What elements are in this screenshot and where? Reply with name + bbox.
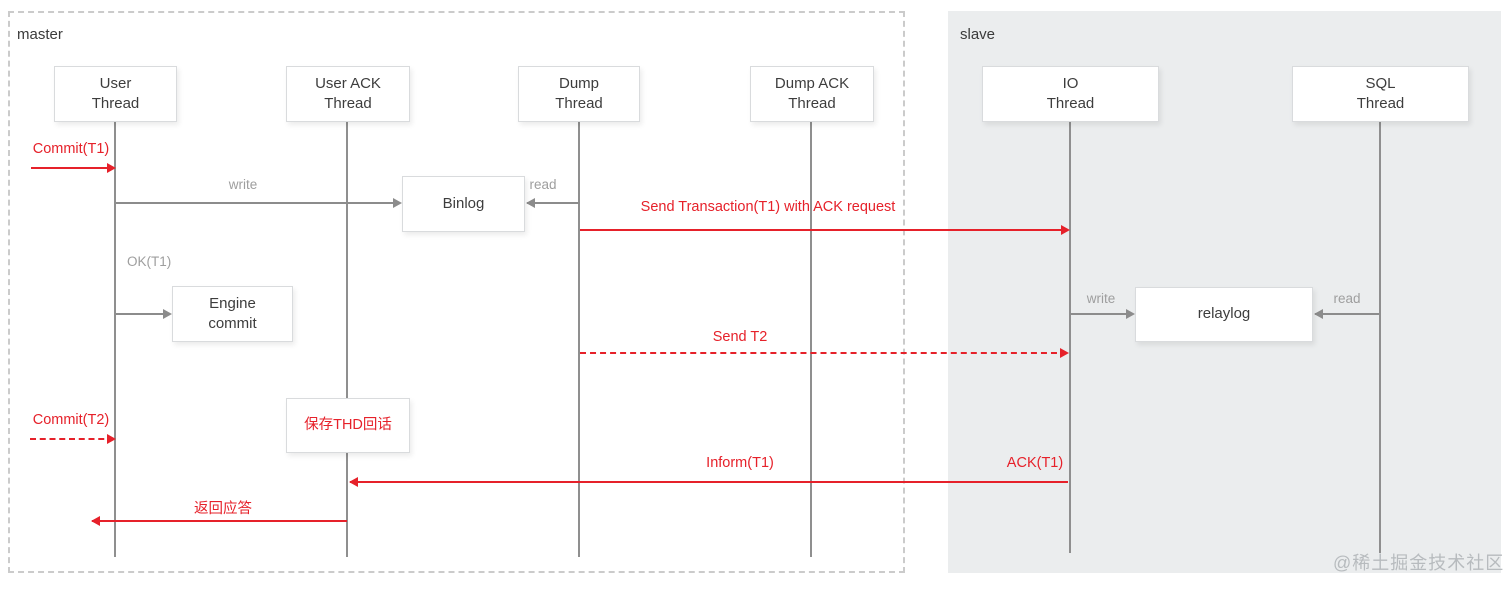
arrow-read-relaylog — [1314, 309, 1379, 319]
arrowhead-right-icon — [1060, 348, 1069, 358]
lifeline-sql-thread — [1379, 122, 1381, 553]
user-thread-box: User Thread — [54, 66, 177, 122]
engine-commit-box: Engine commit — [172, 286, 293, 342]
master-region-label: master — [17, 26, 63, 43]
label-send-t2: Send T2 — [712, 329, 768, 345]
arrowhead-right-icon — [107, 163, 116, 173]
label-ok-t1: OK(T1) — [127, 254, 172, 269]
label-commit-t2: Commit(T2) — [32, 412, 110, 428]
arrowhead-left-icon — [91, 516, 100, 526]
arrowhead-left-icon — [526, 198, 535, 208]
save-thd-box: 保存THD回话 — [286, 398, 410, 453]
watermark: @稀土掘金技术社区 — [1333, 553, 1505, 573]
label-commit-t1: Commit(T1) — [32, 141, 110, 157]
arrowhead-right-icon — [1061, 225, 1070, 235]
arrowhead-right-icon — [107, 434, 116, 444]
label-read-binlog: read — [529, 177, 557, 192]
slave-region-label: slave — [960, 26, 996, 43]
lifeline-user-thread — [114, 122, 116, 557]
io-thread-box: IO Thread — [982, 66, 1159, 122]
arrow-write-binlog — [116, 198, 402, 208]
arrowhead-right-icon — [393, 198, 402, 208]
arrow-engine-commit — [116, 309, 172, 319]
label-return-reply: 返回应答 — [194, 501, 252, 517]
label-ack-t1: ACK(T1) — [1006, 455, 1064, 471]
lifeline-dump-ack-thread — [810, 122, 812, 557]
dump-thread-box: Dump Thread — [518, 66, 640, 122]
sql-thread-box: SQL Thread — [1292, 66, 1469, 122]
lifeline-dump-thread — [578, 122, 580, 557]
arrow-send-transaction-t1 — [580, 225, 1070, 235]
user-ack-thread-box: User ACK Thread — [286, 66, 410, 122]
dump-ack-thread-box: Dump ACK Thread — [750, 66, 874, 122]
label-send-transaction-t1: Send Transaction(T1) with ACK request — [640, 199, 896, 215]
arrow-inform-t1 — [349, 477, 1068, 487]
relaylog-box: relaylog — [1135, 287, 1313, 342]
arrow-write-relaylog — [1070, 309, 1135, 319]
arrowhead-left-icon — [349, 477, 358, 487]
arrow-commit-t2 — [30, 434, 116, 444]
arrow-read-binlog — [526, 198, 580, 208]
binlog-box: Binlog — [402, 176, 525, 232]
arrow-send-t2 — [580, 348, 1069, 358]
arrowhead-right-icon — [1126, 309, 1135, 319]
arrowhead-left-icon — [1314, 309, 1323, 319]
label-write-binlog: write — [228, 177, 258, 192]
arrowhead-right-icon — [163, 309, 172, 319]
lifeline-io-thread — [1069, 122, 1071, 553]
label-read-relaylog: read — [1333, 291, 1361, 306]
label-write-relaylog: write — [1086, 291, 1116, 306]
arrow-return-reply — [91, 516, 347, 526]
master-region — [8, 11, 905, 573]
arrow-commit-t1 — [31, 163, 116, 173]
lifeline-user-ack-thread — [346, 122, 348, 557]
label-inform-t1: Inform(T1) — [706, 455, 774, 471]
